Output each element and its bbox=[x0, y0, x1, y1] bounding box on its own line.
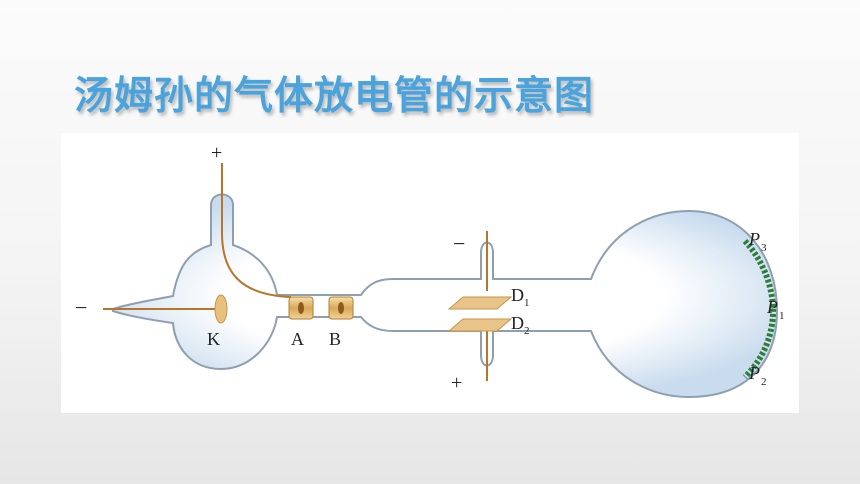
svg-text:P: P bbox=[766, 297, 778, 317]
label-p1: P 1 bbox=[766, 297, 785, 322]
anode-a bbox=[288, 296, 314, 320]
anode-b bbox=[328, 296, 354, 320]
label-d1: D 1 bbox=[511, 285, 530, 309]
slide-title: 汤姆孙的气体放电管的示意图 bbox=[74, 74, 595, 119]
svg-text:2: 2 bbox=[761, 376, 767, 388]
label-anode-a: A bbox=[291, 329, 304, 349]
label-minus-plate: − bbox=[453, 231, 465, 256]
label-cathode-k: K bbox=[207, 329, 220, 349]
cathode-k bbox=[214, 294, 228, 324]
fluorescent-screen bbox=[742, 238, 777, 380]
svg-text:3: 3 bbox=[761, 242, 767, 254]
label-d2: D 2 bbox=[511, 313, 530, 337]
diagram-panel: + − K A B − + D 1 D 2 P 3 P 1 P 2 bbox=[61, 133, 799, 413]
label-p2: P 2 bbox=[748, 363, 767, 388]
svg-text:1: 1 bbox=[524, 297, 530, 309]
label-minus-left: − bbox=[75, 295, 87, 320]
svg-text:2: 2 bbox=[524, 325, 530, 337]
plate-d2 bbox=[447, 318, 513, 332]
svg-text:1: 1 bbox=[779, 310, 785, 322]
svg-text:P: P bbox=[748, 229, 760, 249]
label-p3: P 3 bbox=[748, 229, 767, 254]
label-anode-b: B bbox=[329, 329, 341, 349]
svg-text:D: D bbox=[511, 313, 524, 333]
glass-tube bbox=[112, 193, 779, 399]
svg-text:D: D bbox=[511, 285, 524, 305]
top-anode-wire bbox=[221, 163, 292, 298]
svg-text:P: P bbox=[748, 363, 760, 383]
discharge-tube-diagram: + − K A B − + D 1 D 2 P 3 P 1 P 2 bbox=[75, 142, 785, 399]
plate-d1 bbox=[447, 296, 513, 310]
label-plus-top: + bbox=[211, 142, 222, 164]
label-plus-plate: + bbox=[451, 372, 462, 394]
